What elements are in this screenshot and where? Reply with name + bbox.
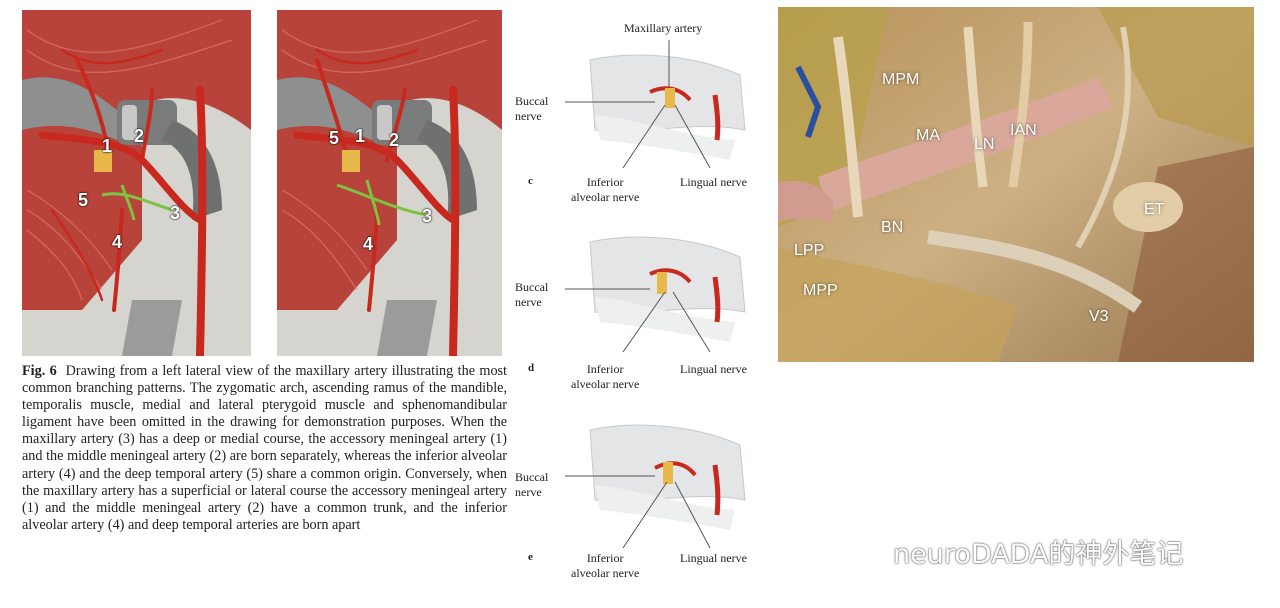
label-5: 5 <box>78 190 89 210</box>
panel-letter: e <box>528 551 533 563</box>
label-2: 2 <box>389 130 400 150</box>
nerve-artery-diagram-d <box>565 236 746 353</box>
maxillary-artery-drawing-a <box>22 10 251 360</box>
watermark: neuroDADA的神外笔记 <box>845 532 1183 571</box>
label-2: 2 <box>134 126 145 146</box>
label-ma: MA <box>916 127 940 144</box>
panel-letter: c <box>528 175 533 187</box>
lingual-nerve-label: Lingual nerve <box>680 362 747 376</box>
diagram-panel-c: Buccal nerve c Inferior alveolar nerve L… <box>505 38 775 215</box>
label-5: 5 <box>329 128 340 148</box>
figure-caption: Fig. 6 Drawing from a left lateral view … <box>22 363 507 534</box>
maxillary-artery-drawing-b <box>277 10 502 360</box>
buccal-nerve-text: Buccal nerve <box>515 470 549 499</box>
inferior-alveolar-nerve-label: Inferior alveolar nerve <box>571 175 639 205</box>
label-1: 1 <box>102 136 113 156</box>
diagram-panel-d: Buccal nerve d Inferior alveolar nerve L… <box>505 232 775 402</box>
caption-text: Drawing from a left lateral view of the … <box>22 363 507 533</box>
label-4: 4 <box>363 234 374 254</box>
lingual-nerve-label: Lingual nerve <box>680 551 747 565</box>
maxillary-artery-label: Maxillary artery <box>624 21 703 35</box>
panel-letter: d <box>528 362 535 374</box>
inferior-alveolar-text: Inferior alveolar nerve <box>571 551 640 580</box>
label-et: ET <box>1144 201 1165 218</box>
dissection-photo-image <box>778 7 1254 362</box>
buccal-nerve-label: Buccal nerve <box>515 280 548 310</box>
lingual-nerve-label: Lingual nerve <box>680 175 747 189</box>
caption-label: Fig. 6 <box>22 363 57 379</box>
label-v3: V3 <box>1089 308 1109 325</box>
illustration-panel-a: 1 2 3 4 5 <box>22 10 251 360</box>
dissection-photo: MPM MA LN IAN BN ET LPP MPP V3 <box>778 7 1254 362</box>
buccal-nerve-label: Buccal nerve <box>515 94 548 124</box>
inferior-alveolar-text: Inferior alveolar nerve <box>571 175 640 204</box>
wechat-icon <box>846 537 884 565</box>
buccal-nerve-text: Buccal nerve <box>515 280 549 309</box>
label-ian: IAN <box>1010 122 1037 139</box>
label-3: 3 <box>422 206 433 226</box>
nerve-artery-diagram-c <box>565 38 746 169</box>
label-1: 1 <box>355 126 366 146</box>
nerve-artery-diagram-e <box>565 424 746 549</box>
label-bn: BN <box>881 219 904 236</box>
label-4: 4 <box>112 232 123 252</box>
label-lpp: LPP <box>794 242 825 259</box>
watermark-text: neuroDADA的神外笔记 <box>893 539 1184 570</box>
inferior-alveolar-nerve-label: Inferior alveolar nerve <box>571 362 639 392</box>
label-mpp: MPP <box>803 282 838 299</box>
buccal-nerve-label: Buccal nerve <box>515 470 548 500</box>
illustration-panel-b: 5 1 2 3 4 <box>277 10 502 360</box>
inferior-alveolar-nerve-label: Inferior alveolar nerve <box>571 551 639 581</box>
label-3: 3 <box>170 203 181 223</box>
label-mpm: MPM <box>882 71 920 88</box>
label-ln: LN <box>974 136 995 153</box>
inferior-alveolar-text: Inferior alveolar nerve <box>571 362 640 391</box>
buccal-nerve-text: Buccal nerve <box>515 94 549 123</box>
diagram-panel-e: Buccal nerve e Inferior alveolar nerve L… <box>505 420 775 590</box>
